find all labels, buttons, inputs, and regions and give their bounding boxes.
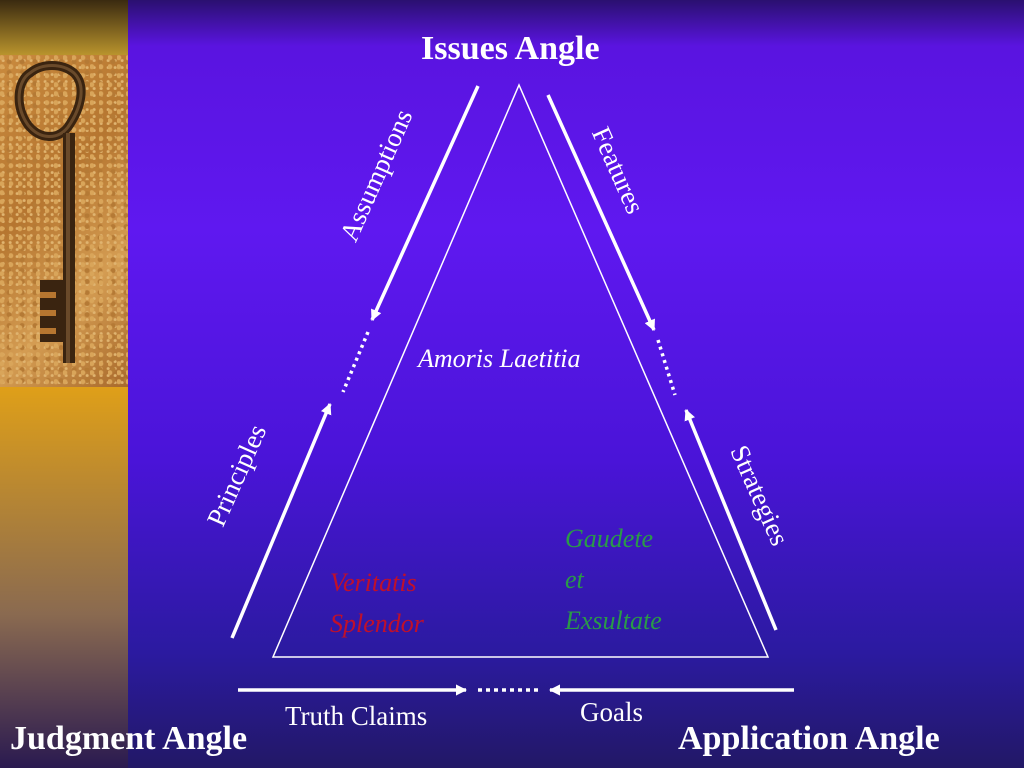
principles-arrow <box>230 402 332 639</box>
veritatis-splendor-label: Veritatis Splendor <box>330 562 424 644</box>
assumptions-arrow <box>370 85 480 322</box>
gaudete-et-exsultate-label: Gaudete et Exsultate <box>565 518 662 641</box>
issues-angle-label: Issues Angle <box>421 30 600 67</box>
truth-claims-label: Truth Claims <box>285 701 428 731</box>
left-dots <box>341 331 370 393</box>
strategies-arrow <box>684 408 778 631</box>
judgment-angle-label: Judgment Angle <box>10 720 248 757</box>
right-dots <box>656 339 677 396</box>
splendor-line: Splendor <box>330 609 424 638</box>
center-title: Amoris Laetitia <box>418 344 581 373</box>
application-angle-label: Application Angle <box>678 720 940 757</box>
veritatis-line: Veritatis <box>330 568 417 597</box>
features-arrow <box>546 94 656 332</box>
gaudete-line: Gaudete <box>565 524 654 553</box>
goals-label: Goals <box>580 697 643 727</box>
et-line: et <box>565 565 584 594</box>
key-photo <box>0 55 128 387</box>
triangle-outline <box>271 83 770 658</box>
key-icon <box>14 61 86 363</box>
exsultate-line: Exsultate <box>565 606 662 635</box>
slide-background <box>128 0 1024 768</box>
